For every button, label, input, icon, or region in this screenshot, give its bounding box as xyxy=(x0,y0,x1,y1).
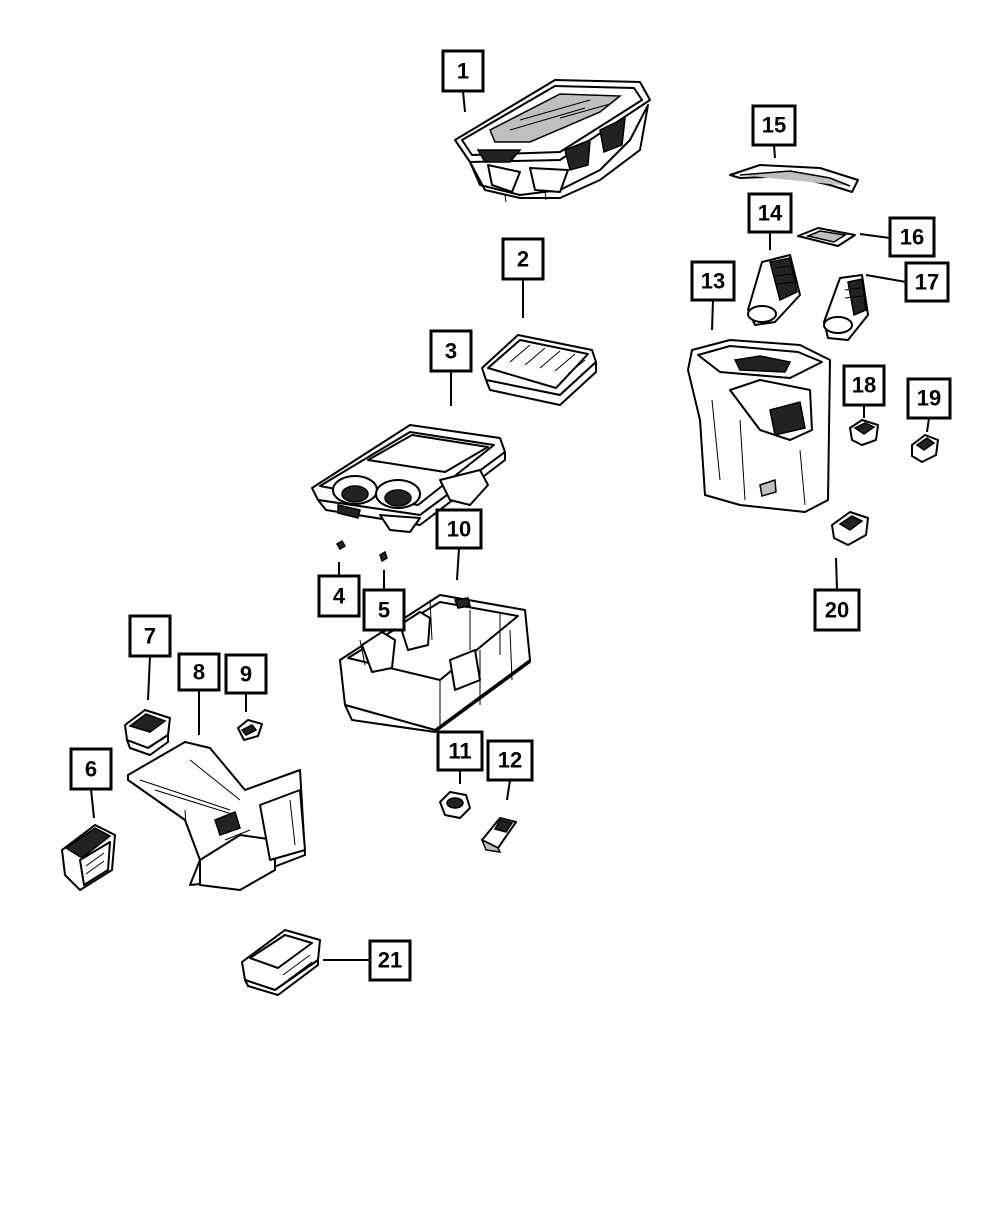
part-18-switch xyxy=(849,419,879,446)
part-3-cupholder-bezel xyxy=(311,424,506,533)
callout-label-18: 18 xyxy=(852,373,876,398)
part-21-control-module xyxy=(241,929,321,996)
callout-17: 17 xyxy=(904,261,950,303)
callout-label-15: 15 xyxy=(762,113,786,138)
callout-11: 11 xyxy=(436,730,484,772)
callout-label-10: 10 xyxy=(447,517,471,542)
callout-label-1: 1 xyxy=(457,59,469,84)
leader-19 xyxy=(926,417,930,433)
part-6-switch-module xyxy=(61,824,116,891)
part-11-knob xyxy=(439,791,471,819)
callout-label-19: 19 xyxy=(917,386,941,411)
callout-19: 19 xyxy=(906,377,952,420)
callout-label-12: 12 xyxy=(498,748,522,773)
leader-6 xyxy=(90,788,95,819)
callout-label-4: 4 xyxy=(333,584,346,609)
part-4-clip xyxy=(335,539,347,551)
callout-label-11: 11 xyxy=(448,739,471,764)
leader-1 xyxy=(462,90,466,113)
callout-label-13: 13 xyxy=(701,269,725,294)
part-20-outlet xyxy=(831,511,869,546)
callout-6: 6 xyxy=(69,747,113,791)
part-10-console-base xyxy=(339,594,531,733)
callout-7: 7 xyxy=(128,614,172,658)
callout-label-8: 8 xyxy=(193,660,205,685)
part-2-storage-bin xyxy=(481,334,597,406)
callout-label-3: 3 xyxy=(445,339,457,364)
callout-4: 4 xyxy=(317,574,361,618)
callout-8: 8 xyxy=(177,652,221,692)
part-5-clip xyxy=(379,550,388,563)
part-12-power-port xyxy=(480,817,517,853)
leader-12 xyxy=(506,779,511,801)
callout-label-9: 9 xyxy=(240,662,252,687)
leader-15 xyxy=(773,144,776,159)
leader-7 xyxy=(147,655,151,701)
callout-1: 1 xyxy=(441,49,485,93)
part-8-lower-console xyxy=(127,741,306,891)
leader-lines xyxy=(90,90,930,961)
leader-20 xyxy=(835,557,838,591)
part-14-air-duct xyxy=(747,254,801,326)
callout-18: 18 xyxy=(842,364,886,407)
part-19-switch xyxy=(911,434,939,463)
callout-14: 14 xyxy=(747,192,793,234)
part-9-connector xyxy=(237,719,263,741)
part-7-switch-bank xyxy=(124,709,171,756)
callout-16: 16 xyxy=(888,216,936,258)
callout-label-2: 2 xyxy=(517,247,529,272)
callout-label-5: 5 xyxy=(378,598,390,623)
callout-label-16: 16 xyxy=(900,225,924,250)
callout-label-20: 20 xyxy=(825,598,849,623)
leader-10 xyxy=(456,547,460,581)
leader-16 xyxy=(859,233,891,239)
callout-10: 10 xyxy=(435,508,483,550)
leader-13 xyxy=(711,299,714,331)
callout-5: 5 xyxy=(362,588,406,632)
callout-13: 13 xyxy=(690,260,736,302)
callout-2: 2 xyxy=(501,237,545,281)
part-16-cover-plate xyxy=(797,227,856,247)
callout-15: 15 xyxy=(751,104,797,147)
callout-label-6: 6 xyxy=(85,757,97,782)
part-1-console-top-tray xyxy=(454,79,651,203)
part-13-rear-panel xyxy=(687,339,831,513)
callout-12: 12 xyxy=(486,739,534,782)
callout-9: 9 xyxy=(224,653,268,695)
callout-label-14: 14 xyxy=(758,201,783,226)
leader-17 xyxy=(865,274,907,283)
callout-label-21: 21 xyxy=(378,948,402,973)
callout-21: 21 xyxy=(368,939,412,982)
callout-20: 20 xyxy=(813,588,861,632)
part-15-trim-strip xyxy=(729,164,859,193)
callout-label-17: 17 xyxy=(915,270,939,295)
callout-3: 3 xyxy=(429,329,473,373)
part-17-air-duct xyxy=(823,274,869,341)
callout-label-7: 7 xyxy=(144,624,156,649)
